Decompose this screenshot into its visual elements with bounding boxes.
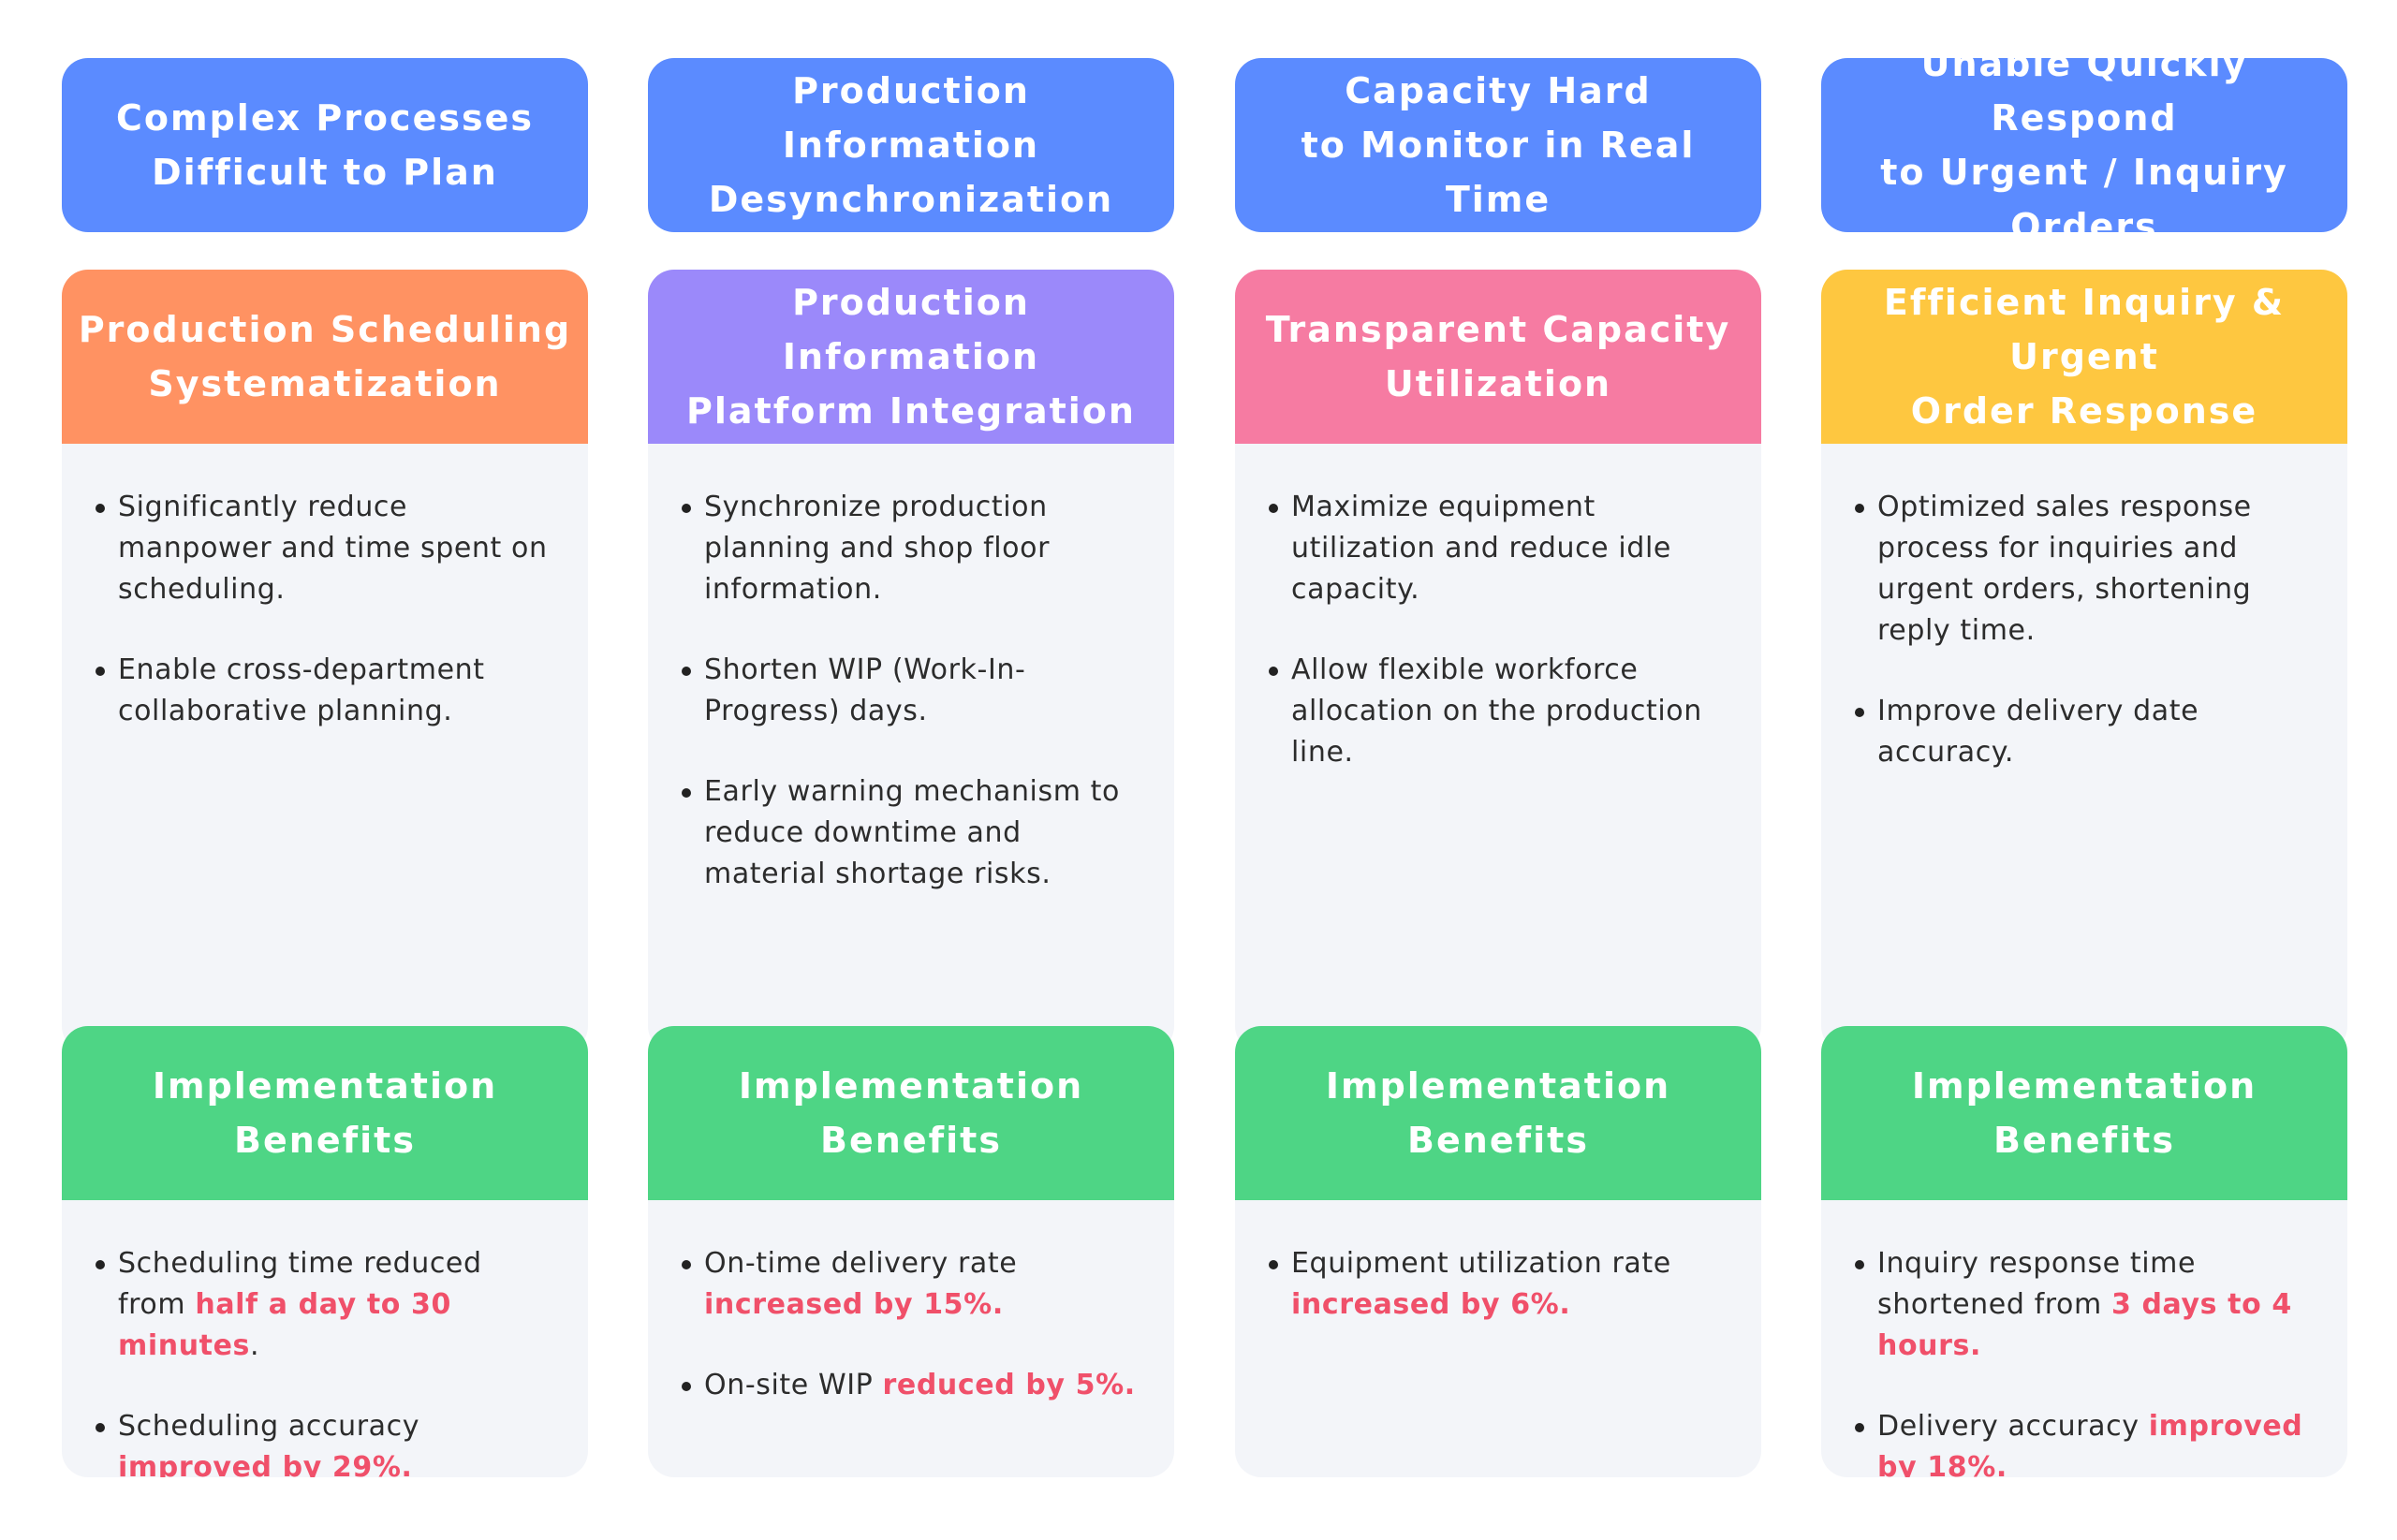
- problem-title-line-2: Desynchronization: [708, 179, 1114, 220]
- benefit-title-line-2: Benefits: [1993, 1120, 2175, 1161]
- column-4: Unable Quickly Respond to Urgent / Inquir…: [1821, 43, 2347, 1477]
- benefit-highlight: increased by 15%.: [704, 1288, 1004, 1321]
- problem-box: Unable Quickly Respond to Urgent / Inquir…: [1821, 43, 2347, 247]
- benefit-list: On-time delivery rate increased by 15%. …: [648, 1200, 1174, 1406]
- solution-title-line-2: Utilization: [1384, 363, 1612, 404]
- solution-title-line-2: Platform Integration: [686, 390, 1136, 432]
- problem-title-line-2: to Urgent / Inquiry Orders: [1880, 152, 2288, 247]
- benefit-title-line-2: Benefits: [1407, 1120, 1589, 1161]
- benefit-item: Equipment utilization rate increased by …: [1269, 1243, 1729, 1326]
- solution-item: Shorten WIP (Work-In-Progress) days.: [682, 650, 1142, 732]
- benefit-list: Scheduling time reduced from half a day …: [62, 1200, 588, 1477]
- solution-item: Allow flexible workforce allocation on t…: [1269, 650, 1729, 773]
- solution-title-line-2: Order Response: [1910, 390, 2258, 432]
- benefit-highlight: increased by 6%.: [1291, 1288, 1571, 1321]
- solution-title-line-1: Production Information: [782, 282, 1040, 377]
- benefit-item: Scheduling accuracy improved by 29%.: [96, 1406, 556, 1477]
- solution-item: Improve delivery date accuracy.: [1855, 691, 2316, 773]
- benefit-item: On-time delivery rate increased by 15%.: [682, 1243, 1142, 1326]
- problem-title-line-1: Capacity Hard: [1345, 70, 1652, 111]
- solution-title-line-1: Efficient Inquiry & Urgent: [1883, 282, 2286, 377]
- benefit-text: Equipment utilization rate: [1291, 1247, 1671, 1280]
- benefit-text-end: .: [250, 1329, 260, 1362]
- solution-item: Synchronize production planning and shop…: [682, 487, 1142, 610]
- benefit-title-line-2: Benefits: [234, 1120, 416, 1161]
- problem-title-line-2: Difficult to Plan: [152, 152, 498, 193]
- solution-list: Maximize equipment utilization and reduc…: [1235, 444, 1761, 773]
- benefit-list: Equipment utilization rate increased by …: [1235, 1200, 1761, 1326]
- problem-box: Capacity Hard to Monitor in Real Time: [1235, 58, 1761, 232]
- solution-title-line-1: Production Scheduling: [78, 309, 572, 350]
- solution-list: Significantly reduce manpower and time s…: [62, 444, 588, 732]
- solution-list: Synchronize production planning and shop…: [648, 444, 1174, 895]
- benefit-item: Inquiry response time shortened from 3 d…: [1855, 1243, 2316, 1367]
- solution-list: Optimized sales response process for inq…: [1821, 444, 2347, 773]
- benefit-title-line-1: Implementation: [1325, 1065, 1671, 1107]
- benefit-item: Scheduling time reduced from half a day …: [96, 1243, 556, 1367]
- problem-title-line-2: to Monitor in Real Time: [1301, 125, 1696, 220]
- solution-item: Early warning mechanism to reduce downti…: [682, 771, 1142, 895]
- benefit-text: Inquiry response time shortened from: [1877, 1247, 2197, 1321]
- benefit-text: Scheduling accuracy: [118, 1410, 420, 1443]
- benefit-title-line-1: Implementation: [1911, 1065, 2257, 1107]
- benefit-highlight: improved by 18%.: [1877, 1410, 2303, 1477]
- benefit-highlight: reduced by 5%.: [882, 1369, 1136, 1401]
- solution-item: Optimized sales response process for inq…: [1855, 487, 2316, 652]
- benefit-title-line-1: Implementation: [152, 1065, 498, 1107]
- benefit-title-line-1: Implementation: [738, 1065, 1084, 1107]
- benefit-highlight: 3 days to 4 hours.: [1877, 1288, 2292, 1362]
- column-3: Capacity Hard to Monitor in Real Time Tra…: [1235, 58, 1761, 1477]
- solution-item: Significantly reduce manpower and time s…: [96, 487, 556, 610]
- benefit-highlight: improved by 29%.: [118, 1451, 413, 1477]
- solution-item: Enable cross-department collaborative pl…: [96, 650, 556, 732]
- benefit-text: On-site WIP: [704, 1369, 883, 1401]
- benefit-text: On-time delivery rate: [704, 1247, 1018, 1280]
- benefit-highlight: half a day to 30 minutes: [118, 1288, 451, 1362]
- benefit-text: Scheduling time reduced from: [118, 1247, 482, 1321]
- problem-title-line-1: Production Information: [782, 70, 1040, 166]
- problem-title-line-1: Complex Processes: [116, 97, 534, 139]
- benefit-list: Inquiry response time shortened from 3 d…: [1821, 1200, 2347, 1477]
- solution-title-line-1: Transparent Capacity: [1265, 309, 1731, 350]
- benefit-item: On-site WIP reduced by 5%.: [682, 1365, 1142, 1406]
- benefit-title-line-2: Benefits: [820, 1120, 1002, 1161]
- benefit-text: Delivery accuracy: [1877, 1410, 2149, 1443]
- solution-title-line-2: Systematization: [148, 363, 502, 404]
- problem-title-line-1: Unable Quickly Respond: [1920, 43, 2248, 139]
- solution-item: Maximize equipment utilization and reduc…: [1269, 487, 1729, 610]
- benefit-item: Delivery accuracy improved by 18%.: [1855, 1406, 2316, 1477]
